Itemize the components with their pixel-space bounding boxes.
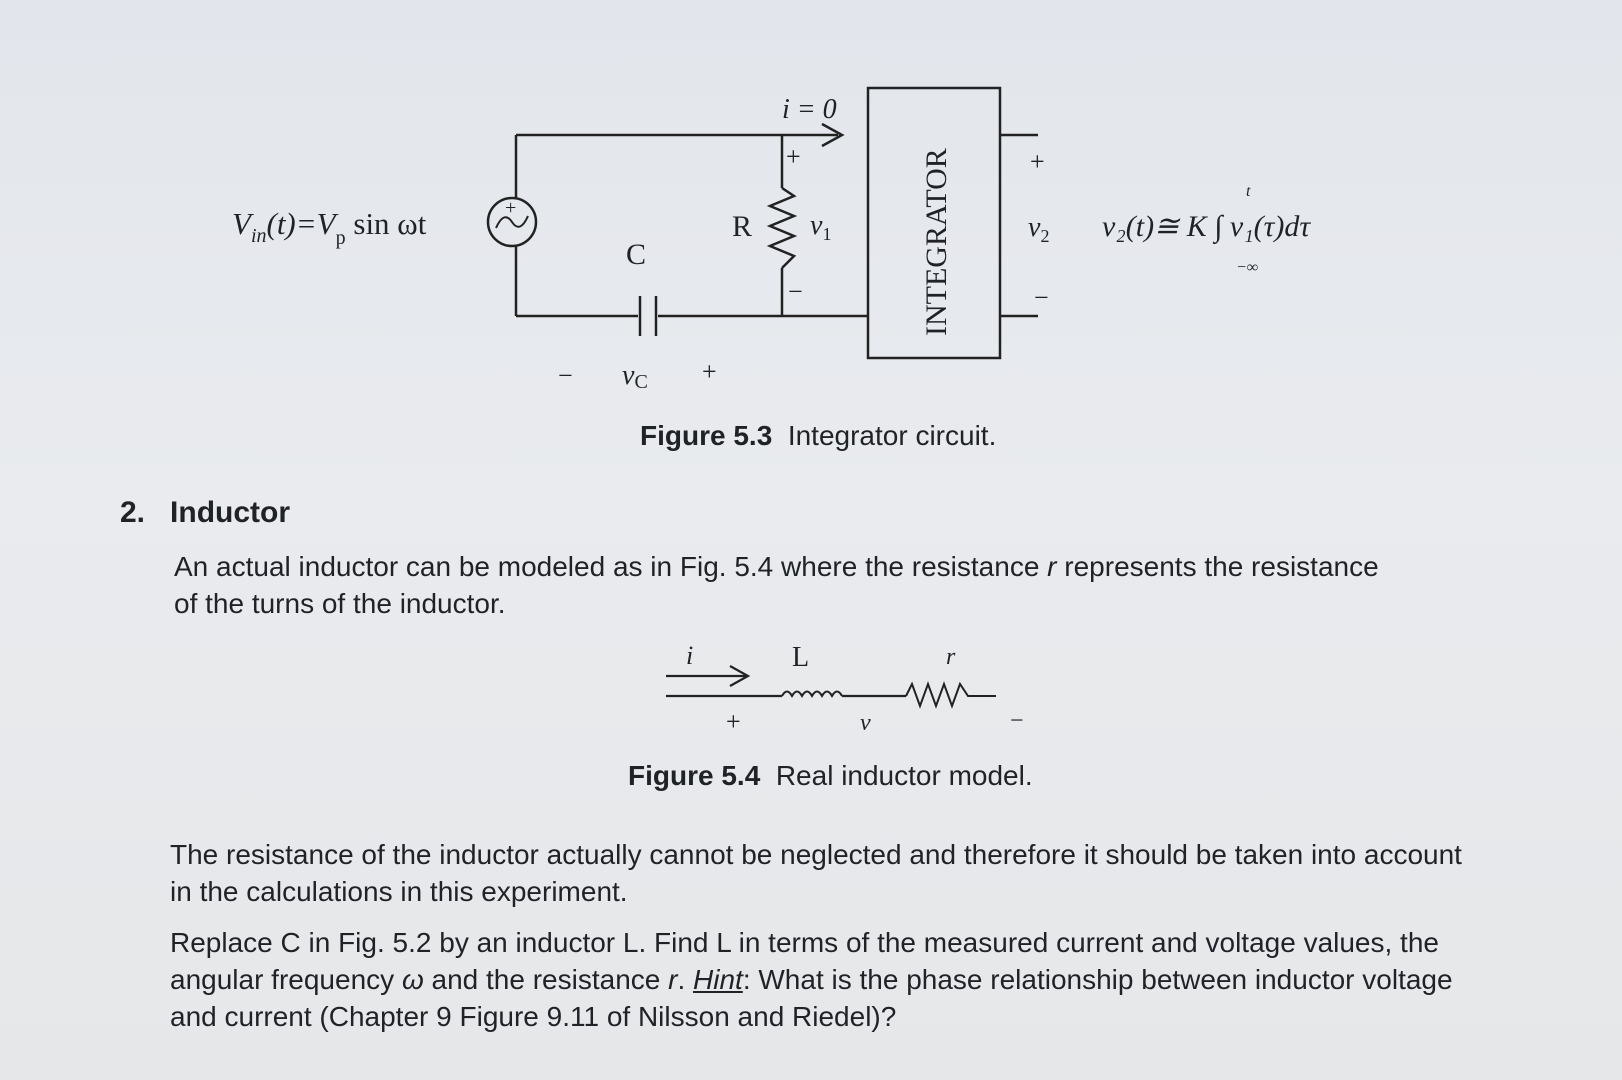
figure-5-3-caption: Figure 5.3 Integrator circuit. <box>640 420 997 451</box>
plus-sign: + <box>726 707 741 736</box>
inductor-label: L <box>792 642 809 673</box>
capacitor-icon <box>638 296 658 336</box>
voltage-label: v <box>860 710 871 736</box>
integral-lower-limit: −∞ <box>1236 259 1258 276</box>
v2-minus-sign: − <box>1034 283 1049 312</box>
integrator-label: INTEGRATOR <box>920 148 953 336</box>
capacitor-label: C <box>626 238 646 271</box>
current-label: i <box>686 641 693 670</box>
ac-source-icon: + <box>486 196 538 248</box>
minus-sign: − <box>1010 708 1024 734</box>
vc-label: vC <box>622 360 648 393</box>
vc-plus-sign: + <box>702 357 717 386</box>
figure-5-4-caption: Figure 5.4 Real inductor model. <box>628 760 1033 791</box>
integrator-block <box>866 86 1002 360</box>
v1-plus-sign: + <box>786 142 801 171</box>
section-heading: 2. Inductor <box>120 496 290 530</box>
inductor-icon <box>781 690 843 699</box>
paragraph-resistance-note: The resistance of the inductor actually … <box>170 839 1462 907</box>
section-title: Inductor <box>170 496 291 529</box>
resistor-icon <box>766 186 798 269</box>
vc-minus-sign: − <box>558 361 573 390</box>
resistance-label: r <box>946 644 956 670</box>
source-voltage-label: Vin(t)=Vp sin ωt <box>232 206 427 249</box>
svg-text:+: + <box>505 197 516 219</box>
resistor-icon <box>905 681 996 709</box>
section-intro: An actual inductor can be modeled as in … <box>174 551 1379 619</box>
paragraph-task: Replace C in Fig. 5.2 by an inductor L. … <box>170 927 1453 1032</box>
hint-label: Hint <box>693 964 743 995</box>
v2-plus-sign: + <box>1030 147 1045 176</box>
v2-label: v2 <box>1028 212 1049 246</box>
inductor-model-diagram: i L r + v − <box>666 641 1024 736</box>
output-formula: v₂(t)≅ K ∫ v₁(τ)dτ <box>1102 210 1311 245</box>
current-zero-label: i = 0 <box>782 94 837 125</box>
resistor-label: R <box>732 210 752 243</box>
section-number: 2. <box>120 496 146 529</box>
v1-minus-sign: − <box>788 277 803 306</box>
v1-label: v1 <box>810 210 831 244</box>
integral-upper-limit: t <box>1246 183 1251 200</box>
integrator-circuit-diagram: Vin(t)=Vp sin ωt + C R i = 0 + v1 − INTE… <box>232 86 1311 393</box>
